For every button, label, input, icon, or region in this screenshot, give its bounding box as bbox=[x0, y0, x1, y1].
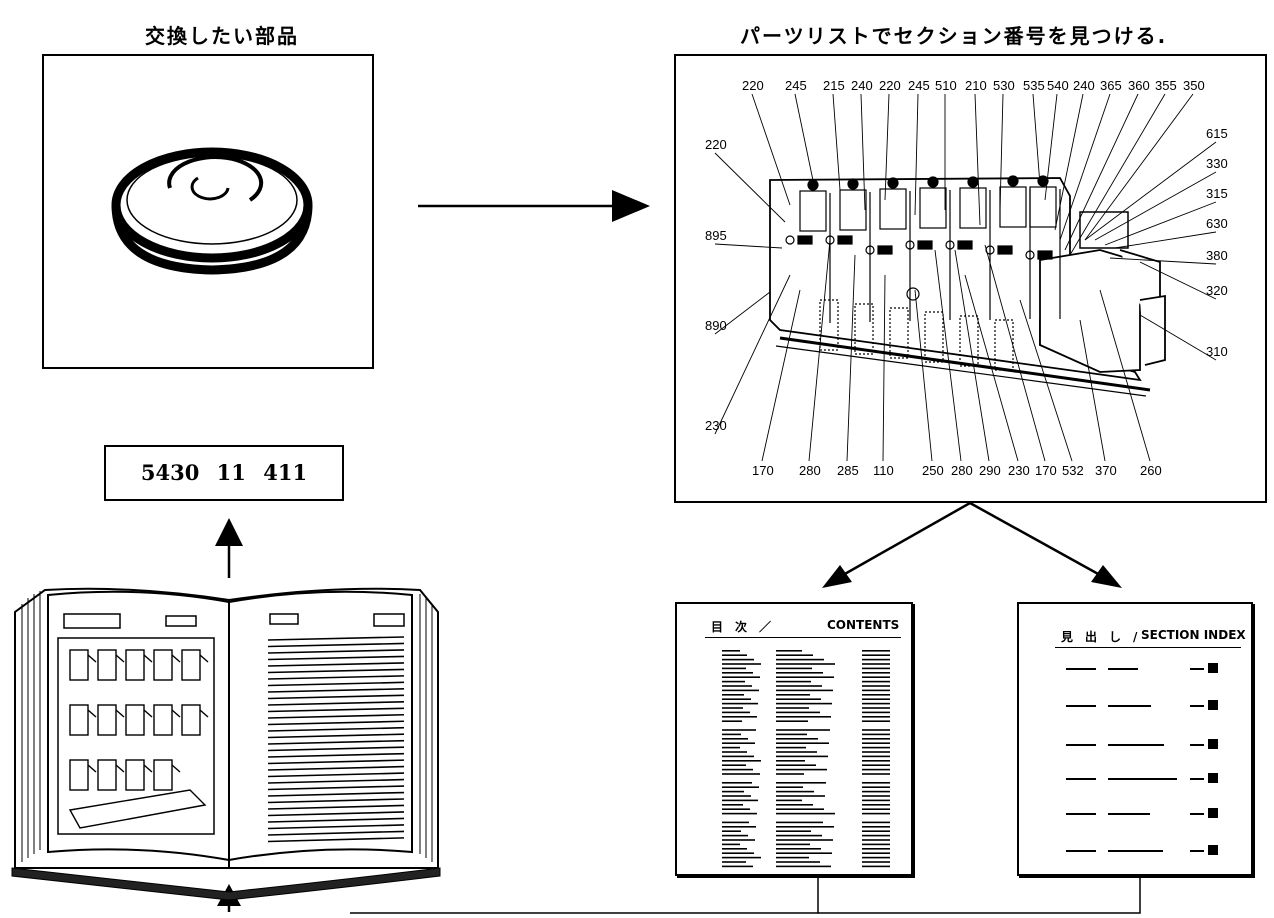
callout-bottom-3: 110 bbox=[873, 463, 894, 478]
open-book-drawing bbox=[11, 587, 441, 901]
callout-top-9: 535 bbox=[1023, 78, 1045, 93]
contents-page: 目 次 ／ CONTENTS bbox=[675, 602, 913, 876]
disc-part-drawing bbox=[111, 147, 313, 275]
callout-left-0: 220 bbox=[705, 137, 727, 152]
part-number-box: 5430 11 411 bbox=[104, 445, 344, 501]
book-exploded-drawing bbox=[68, 649, 209, 829]
callout-top-7: 210 bbox=[965, 78, 987, 93]
callout-top-4: 220 bbox=[879, 78, 901, 93]
book-text-lines bbox=[267, 636, 405, 843]
part-illustration-panel bbox=[42, 54, 374, 369]
callout-leader-lines bbox=[714, 93, 1217, 462]
callout-left-3: 230 bbox=[705, 418, 727, 433]
callout-top-2: 215 bbox=[823, 78, 845, 93]
arrow-down-right-icon bbox=[1091, 565, 1122, 588]
arrow-down-left-icon bbox=[822, 565, 852, 588]
callout-bottom-11: 260 bbox=[1140, 463, 1162, 478]
callout-top-12: 365 bbox=[1100, 78, 1122, 93]
callout-top-6: 510 bbox=[935, 78, 957, 93]
callout-bottom-9: 532 bbox=[1062, 463, 1084, 478]
callout-right-3: 630 bbox=[1206, 216, 1228, 231]
contents-header-jp: 目 次 ／ bbox=[711, 620, 772, 634]
callout-left-1: 895 bbox=[705, 228, 727, 243]
callout-right-2: 315 bbox=[1206, 186, 1228, 201]
callout-right-0: 615 bbox=[1206, 126, 1228, 141]
callout-top-8: 530 bbox=[993, 78, 1015, 93]
right-title: パーツリストでセクション番号を見つける. bbox=[740, 24, 1168, 48]
section-index-page: 見 出 し / SECTION INDEX bbox=[1017, 602, 1253, 876]
contents-entry-lines bbox=[722, 650, 890, 868]
callout-top-5: 245 bbox=[908, 78, 930, 93]
contents-header-rule bbox=[705, 637, 901, 638]
callout-bottom-0: 170 bbox=[752, 463, 774, 478]
callout-top-11: 240 bbox=[1073, 78, 1095, 93]
callout-right-4: 380 bbox=[1206, 248, 1228, 263]
callout-bottom-4: 250 bbox=[922, 463, 944, 478]
callout-bottom-1: 280 bbox=[799, 463, 821, 478]
parts-list-diagram-panel bbox=[674, 54, 1267, 503]
arrow-right-icon bbox=[612, 190, 650, 222]
callout-bottom-6: 290 bbox=[979, 463, 1001, 478]
callout-bottom-10: 370 bbox=[1095, 463, 1117, 478]
callout-bottom-7: 230 bbox=[1008, 463, 1030, 478]
callout-bottom-2: 285 bbox=[837, 463, 859, 478]
callout-left-2: 890 bbox=[705, 318, 727, 333]
callout-top-14: 355 bbox=[1155, 78, 1177, 93]
index-header-en: SECTION INDEX bbox=[1141, 628, 1246, 642]
callout-top-13: 360 bbox=[1128, 78, 1150, 93]
callout-top-1: 245 bbox=[785, 78, 807, 93]
callout-top-0: 220 bbox=[742, 78, 764, 93]
callout-right-6: 310 bbox=[1206, 344, 1228, 359]
callout-bottom-8: 170 bbox=[1035, 463, 1057, 478]
callout-top-10: 540 bbox=[1047, 78, 1069, 93]
index-entry-rows bbox=[1066, 663, 1218, 855]
contents-header-en: CONTENTS bbox=[827, 618, 900, 632]
index-header-jp: 見 出 し / bbox=[1061, 630, 1138, 644]
callout-right-1: 330 bbox=[1206, 156, 1228, 171]
callout-bottom-5: 280 bbox=[951, 463, 973, 478]
callout-right-5: 320 bbox=[1206, 283, 1228, 298]
callout-top-3: 240 bbox=[851, 78, 873, 93]
arrow-up-icon bbox=[215, 518, 243, 546]
index-header-rule bbox=[1055, 647, 1241, 648]
left-title: 交換したい部品 bbox=[145, 24, 299, 48]
callout-top-15: 350 bbox=[1183, 78, 1205, 93]
